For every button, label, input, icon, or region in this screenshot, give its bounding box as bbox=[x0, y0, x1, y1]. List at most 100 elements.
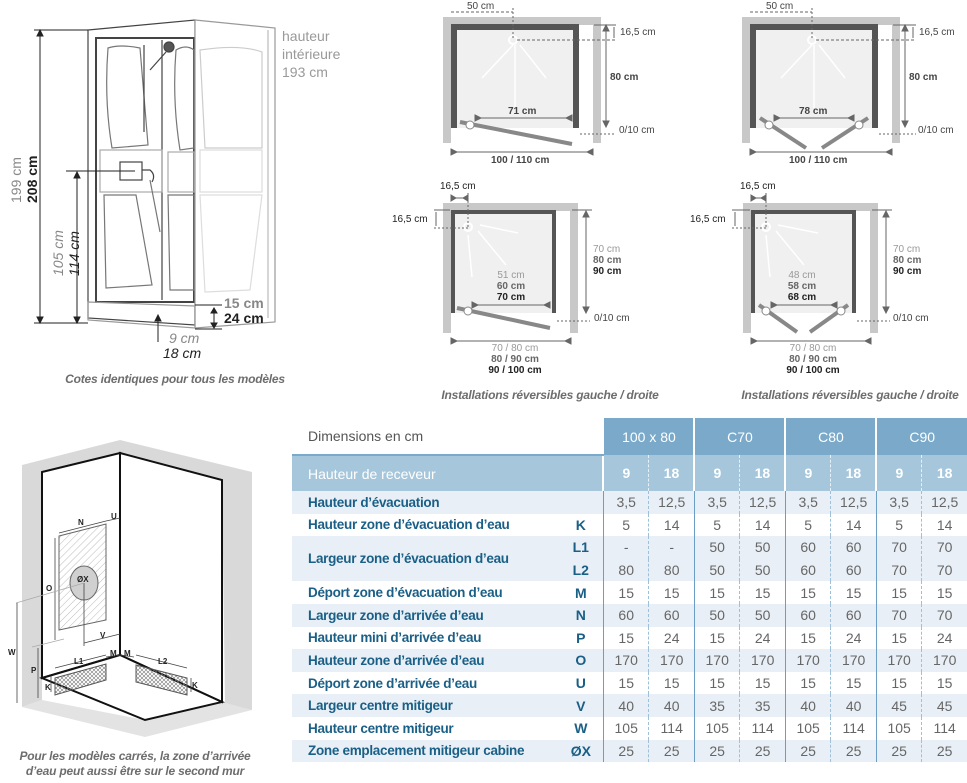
cell-value: 70 bbox=[921, 603, 967, 627]
cell-value: 25 bbox=[739, 739, 786, 763]
plan-folding-square bbox=[732, 193, 892, 345]
opening-medium: 60 cm bbox=[496, 281, 526, 292]
cell-value: 12,5 bbox=[830, 491, 877, 514]
width-small: 70 / 80 cm bbox=[491, 343, 539, 354]
interior-height-line2: intérieure bbox=[282, 46, 341, 62]
cell-value: 170 bbox=[739, 649, 786, 672]
row-label: Zone emplacement mitigeur cabine bbox=[292, 739, 559, 763]
cell-value: 5 bbox=[693, 513, 740, 537]
drain-zone-left bbox=[54, 663, 107, 696]
row-code: O bbox=[558, 649, 604, 672]
table-header-models: Dimensions en cm 100 x 80 C70 C80 C90 bbox=[292, 418, 967, 456]
cell-value: 60 bbox=[784, 603, 831, 627]
label-n: N bbox=[78, 518, 84, 527]
dimension-lines bbox=[34, 28, 222, 342]
cell-value: 14 bbox=[648, 513, 695, 537]
cell-value: 14 bbox=[739, 513, 786, 537]
cell-value: 105 bbox=[693, 716, 740, 740]
wall-caption-line2: d’eau peut aussi être sur le second mur bbox=[25, 764, 245, 778]
cell-value: 15 bbox=[602, 671, 649, 695]
tray-height: 9 bbox=[875, 455, 922, 491]
cell-value: 105 bbox=[602, 716, 649, 740]
depth-small: 70 cm bbox=[893, 244, 921, 255]
cabin-elevation-diagram bbox=[34, 19, 276, 342]
row-code bbox=[558, 491, 604, 514]
tray-offset-standard: 15 cm bbox=[224, 295, 264, 311]
opening-large: 70 cm bbox=[496, 292, 526, 303]
cell-value: 45 bbox=[875, 694, 922, 717]
drain-zone-right bbox=[135, 664, 188, 696]
depth-large: 90 cm bbox=[593, 266, 622, 277]
cell-value: 15 bbox=[602, 581, 649, 604]
tray-height: 18 bbox=[830, 455, 877, 491]
width-medium: 80 / 90 cm bbox=[789, 354, 837, 365]
cell-value: - bbox=[648, 536, 695, 559]
row-code: ØX bbox=[558, 739, 604, 763]
cell-value: 15 bbox=[693, 626, 740, 650]
plan-pivot-square bbox=[434, 193, 592, 345]
plan-pivot-rectangular bbox=[443, 8, 616, 156]
row-code: K bbox=[558, 513, 604, 537]
cell-value: 70 bbox=[875, 558, 922, 582]
cell-value: 170 bbox=[602, 649, 649, 672]
cell-value: 15 bbox=[830, 581, 877, 604]
row-label: Déport zone d’évacuation d’eau bbox=[308, 585, 503, 601]
cell-value: 50 bbox=[739, 558, 786, 582]
tray-height-standard: 9 cm bbox=[169, 330, 200, 346]
model-header: C80 bbox=[784, 418, 877, 455]
cell-value: 40 bbox=[648, 694, 695, 717]
plan4-caption: Installations réversibles gauche / droit… bbox=[741, 388, 959, 402]
cell-value: 114 bbox=[921, 716, 967, 740]
cell-value: 12,5 bbox=[921, 491, 967, 514]
cell-value: 70 bbox=[875, 603, 922, 627]
label-k-left: K bbox=[45, 683, 51, 692]
tray-height: 9 bbox=[602, 455, 649, 491]
cell-value: 15 bbox=[693, 581, 740, 604]
depth-medium: 80 cm bbox=[893, 255, 922, 266]
plan3-shower-x: 16,5 cm bbox=[440, 181, 476, 192]
cell-value: 15 bbox=[739, 581, 786, 604]
cell-value: 40 bbox=[602, 694, 649, 717]
cell-value: 15 bbox=[875, 581, 922, 604]
width-large: 90 / 100 cm bbox=[786, 365, 840, 376]
row-label: Hauteur d’évacuation bbox=[292, 491, 559, 514]
total-height-standard: 199 cm bbox=[8, 157, 24, 203]
cell-value: 14 bbox=[921, 513, 967, 537]
cell-value: 35 bbox=[693, 694, 740, 717]
label-m-left: M bbox=[110, 649, 117, 658]
cell-value: 114 bbox=[830, 716, 877, 740]
width-large: 90 / 100 cm bbox=[488, 365, 542, 376]
wall-installation-diagram bbox=[15, 440, 252, 737]
cell-value: 15 bbox=[921, 581, 967, 604]
cell-value: 24 bbox=[830, 626, 877, 650]
cell-value: 105 bbox=[784, 716, 831, 740]
cell-value: 170 bbox=[784, 649, 831, 672]
depth-small: 70 cm bbox=[593, 244, 621, 255]
cell-value: 3,5 bbox=[693, 491, 740, 514]
plan3-openings: 51 cm 60 cm 70 cm bbox=[494, 270, 528, 303]
plan1-depth: 80 cm bbox=[610, 72, 639, 83]
plan1-shower-offset: 50 cm bbox=[467, 1, 495, 12]
tray-height: 9 bbox=[693, 455, 740, 491]
tray-offset-raised: 24 cm bbox=[224, 310, 264, 326]
plan4-openings: 48 cm 58 cm 68 cm bbox=[785, 270, 819, 303]
plan3-depths: 70 cm 80 cm 90 cm bbox=[593, 244, 621, 277]
cell-value: 15 bbox=[648, 581, 695, 604]
cell-value: 14 bbox=[830, 513, 877, 537]
cell-value: 60 bbox=[830, 558, 877, 582]
tray-height-raised: 18 cm bbox=[163, 345, 202, 361]
plan-folding-rectangular bbox=[742, 8, 916, 156]
cell-value: 40 bbox=[784, 694, 831, 717]
cell-value: 70 bbox=[921, 558, 967, 582]
plan3-side-gap: 0/10 cm bbox=[594, 313, 630, 324]
cell-value: 15 bbox=[784, 671, 831, 695]
hinge bbox=[465, 120, 475, 130]
label-w: W bbox=[8, 648, 16, 657]
cell-value: 50 bbox=[739, 603, 786, 627]
row-label: Largeur centre mitigeur bbox=[292, 694, 559, 717]
cell-value: 80 bbox=[648, 558, 695, 582]
